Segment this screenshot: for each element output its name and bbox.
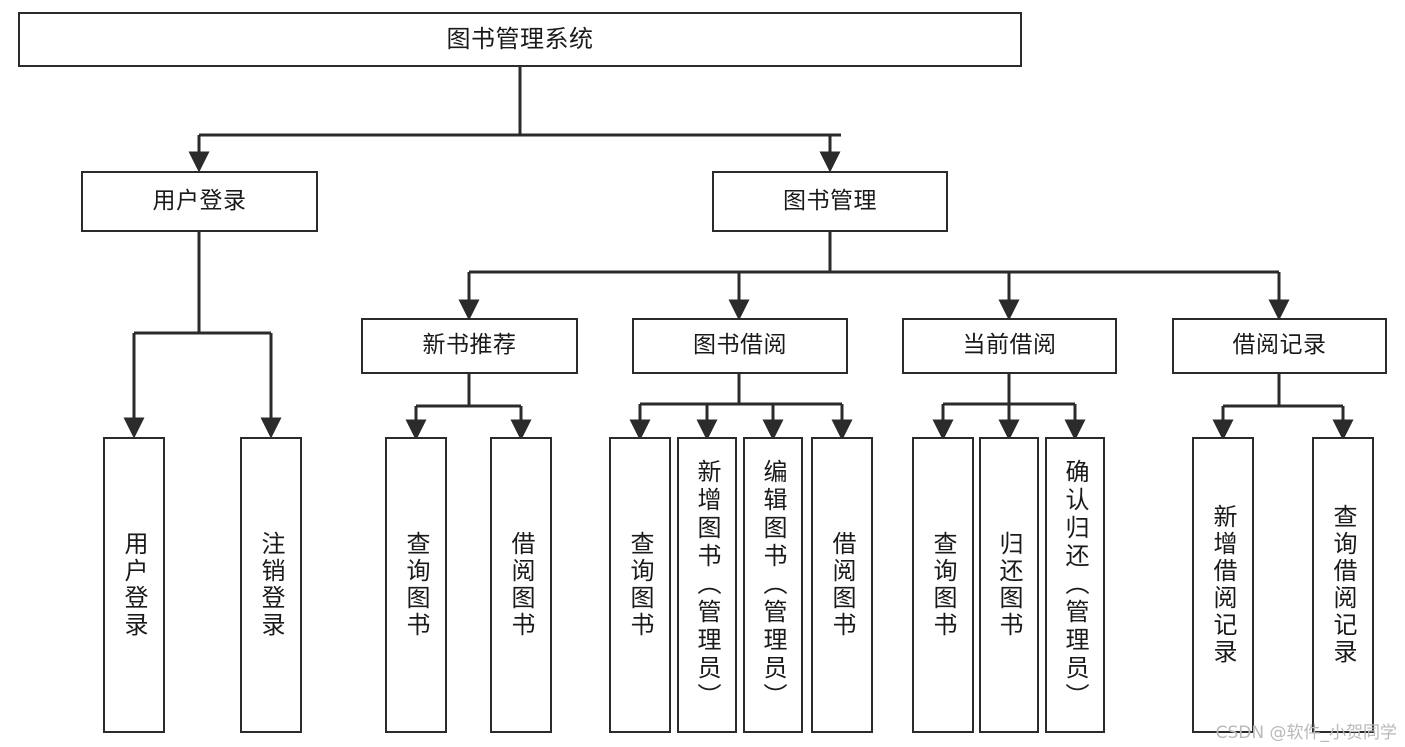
node-label: 用户登录 bbox=[120, 531, 148, 639]
node-leaf-query-record[interactable]: 查询借阅记录 bbox=[1312, 437, 1374, 733]
node-leaf-borrow-book-1[interactable]: 借阅图书 bbox=[490, 437, 552, 733]
node-leaf-query-book-1[interactable]: 查询图书 bbox=[385, 437, 447, 733]
node-leaf-query-book-3[interactable]: 查询图书 bbox=[912, 437, 974, 733]
node-label: 图书管理 bbox=[783, 187, 877, 214]
node-label: 借阅图书 bbox=[828, 531, 856, 639]
node-label: 用户登录 bbox=[152, 187, 247, 214]
node-leaf-user-login[interactable]: 用户登录 bbox=[103, 437, 165, 733]
node-label: 借阅图书 bbox=[507, 531, 535, 639]
node-label: 借阅记录 bbox=[1232, 332, 1327, 359]
node-label: 编辑图书（管理员） bbox=[759, 459, 787, 711]
node-label: 注销登录 bbox=[257, 531, 285, 639]
node-leaf-logout-login[interactable]: 注销登录 bbox=[240, 437, 302, 733]
node-label: 新书推荐 bbox=[422, 332, 517, 359]
node-label: 新增图书（管理员） bbox=[693, 459, 721, 711]
node-label: 当前借阅 bbox=[962, 332, 1057, 359]
node-label: 查询图书 bbox=[626, 531, 654, 639]
node-borrow-record[interactable]: 借阅记录 bbox=[1172, 318, 1387, 374]
node-book-borrow[interactable]: 图书借阅 bbox=[632, 318, 848, 374]
node-label: 归还图书 bbox=[995, 531, 1023, 639]
node-user-login[interactable]: 用户登录 bbox=[81, 171, 318, 232]
node-leaf-add-record[interactable]: 新增借阅记录 bbox=[1192, 437, 1254, 733]
csdn-watermark: CSDN @软件_小贺同学 bbox=[1215, 723, 1397, 743]
node-label: 确认归还（管理员） bbox=[1061, 459, 1089, 711]
node-label: 新增借阅记录 bbox=[1209, 504, 1237, 666]
node-leaf-edit-book[interactable]: 编辑图书（管理员） bbox=[743, 437, 803, 733]
node-leaf-add-book[interactable]: 新增图书（管理员） bbox=[677, 437, 737, 733]
node-new-book-recommend[interactable]: 新书推荐 bbox=[361, 318, 578, 374]
node-root-system[interactable]: 图书管理系统 bbox=[18, 12, 1022, 67]
node-current-borrow[interactable]: 当前借阅 bbox=[902, 318, 1117, 374]
node-label: 查询借阅记录 bbox=[1329, 504, 1357, 666]
node-book-management[interactable]: 图书管理 bbox=[712, 171, 948, 232]
node-leaf-return-book[interactable]: 归还图书 bbox=[979, 437, 1039, 733]
node-label: 图书管理系统 bbox=[446, 25, 594, 54]
node-leaf-borrow-book-2[interactable]: 借阅图书 bbox=[811, 437, 873, 733]
node-label: 查询图书 bbox=[402, 531, 430, 639]
node-leaf-query-book-2[interactable]: 查询图书 bbox=[609, 437, 671, 733]
node-leaf-confirm-return[interactable]: 确认归还（管理员） bbox=[1045, 437, 1105, 733]
node-label: 查询图书 bbox=[929, 531, 957, 639]
node-label: 图书借阅 bbox=[693, 332, 787, 359]
